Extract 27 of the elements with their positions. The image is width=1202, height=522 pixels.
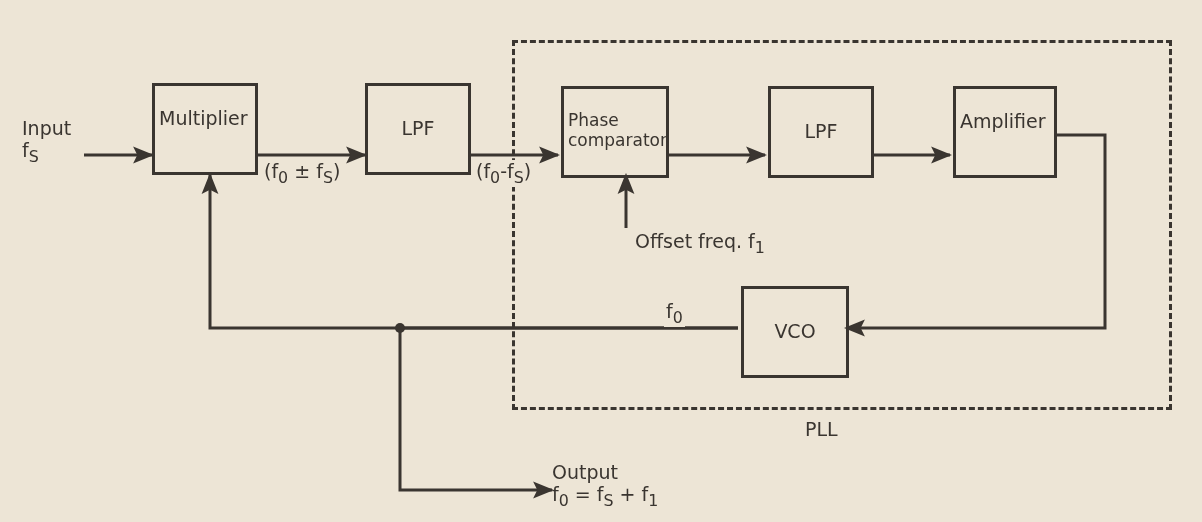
box-label: Phase comparator	[568, 111, 667, 151]
process-box	[152, 83, 258, 175]
box-label: Multiplier	[159, 108, 248, 130]
box-label: VCO	[774, 321, 816, 343]
box-label: LPF	[804, 121, 838, 143]
signal-label: f$_{S}$	[22, 139, 39, 166]
box-label: LPF	[401, 118, 435, 140]
arrow	[258, 146, 368, 164]
signal-label: Offset freq. f$_{1}$	[634, 231, 765, 257]
process-box	[953, 86, 1057, 178]
arrow	[471, 146, 561, 164]
arrow	[84, 146, 155, 164]
signal-label: Input	[22, 118, 72, 140]
process-box	[561, 86, 669, 178]
process-box	[741, 286, 849, 378]
box-label: Amplifier	[960, 111, 1046, 133]
arrow	[666, 146, 768, 164]
arrow	[871, 146, 953, 164]
signal-label: f$_{0}$ = f$_{S}$ + f$_{1}$	[552, 483, 659, 510]
edge-label: f$_{0}$	[664, 300, 685, 327]
signal-label: Output	[552, 462, 618, 484]
process-box	[768, 86, 874, 178]
boundary-label: PLL	[805, 419, 838, 441]
process-box	[365, 83, 471, 175]
arrow	[398, 326, 738, 499]
arrow	[843, 133, 1107, 337]
arrow	[617, 172, 635, 228]
